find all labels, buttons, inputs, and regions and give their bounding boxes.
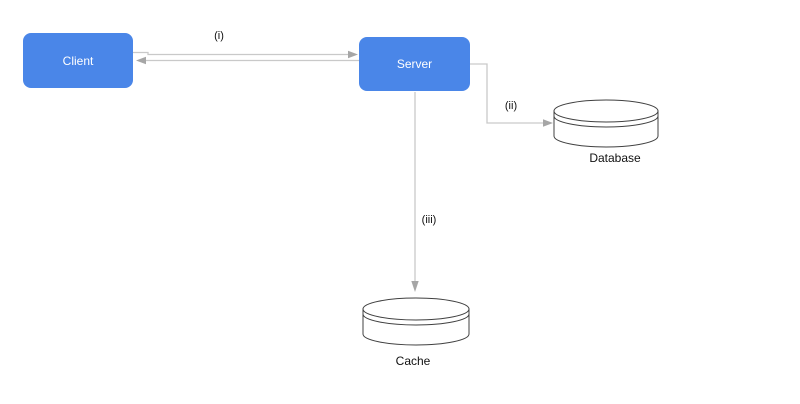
edge-client-to-server xyxy=(133,50,358,59)
cache-cylinder-icon xyxy=(362,297,470,346)
cache-cylinder-top xyxy=(362,297,470,321)
edge-server-to-cache xyxy=(411,92,419,292)
edge-server-to-client xyxy=(136,56,359,65)
node-database-label: Database xyxy=(589,151,641,165)
edge-label-ii: (ii) xyxy=(504,100,518,112)
server-to-database-line xyxy=(470,63,543,124)
edge-server-to-database xyxy=(470,63,553,127)
arrowhead-down-icon xyxy=(411,281,419,292)
database-cylinder-icon xyxy=(553,99,659,148)
node-cache-label: Cache xyxy=(395,354,431,368)
node-server: Server xyxy=(359,37,470,91)
cache-cylinder-lid-line xyxy=(362,313,470,326)
node-client-label: Client xyxy=(62,53,94,68)
edge-label-iii: (iii) xyxy=(421,214,437,226)
node-server-label: Server xyxy=(396,57,433,71)
database-cylinder-top xyxy=(553,99,659,123)
node-client: Client xyxy=(23,33,133,88)
arrowhead-right-icon xyxy=(543,119,553,127)
arrowhead-left-icon xyxy=(136,56,146,65)
client-to-server-line xyxy=(133,51,348,56)
arrowhead-right-icon xyxy=(348,50,358,59)
edge-label-i: (i) xyxy=(214,30,224,42)
database-cylinder-lid-line xyxy=(553,115,659,128)
